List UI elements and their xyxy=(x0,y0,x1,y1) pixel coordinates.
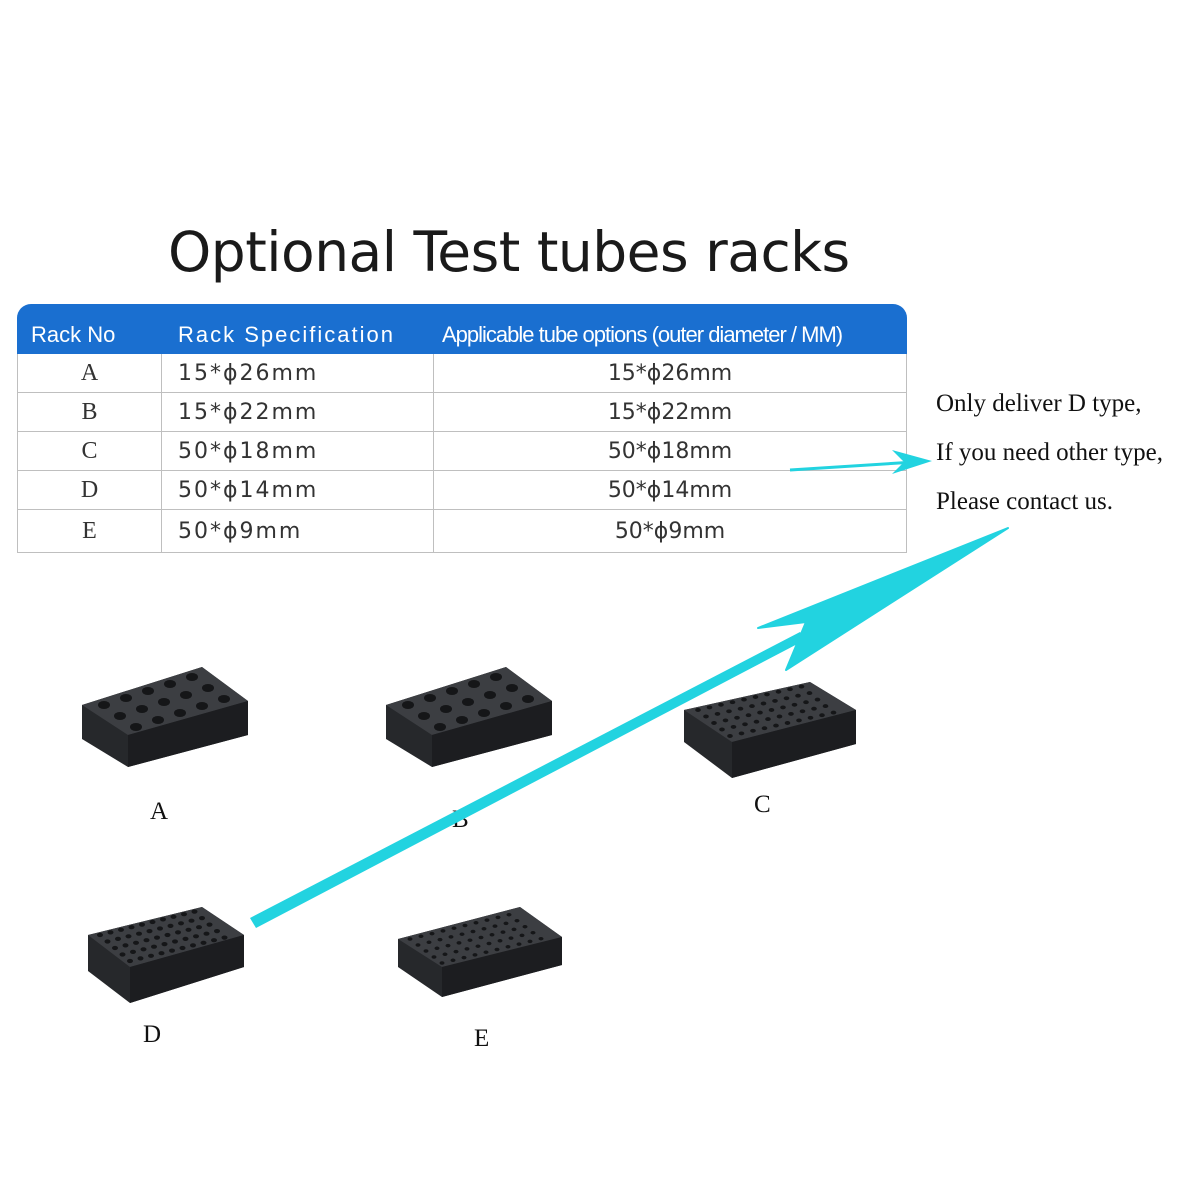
table-row: E 50*ϕ9mm 50*ϕ9mm xyxy=(17,510,907,553)
note-line-3: Please contact us. xyxy=(936,488,1114,515)
header-tube-options: Applicable tube options (outer diameter … xyxy=(434,304,907,354)
table-row: A 15*ϕ26mm 15*ϕ26mm xyxy=(17,354,907,393)
note-line-1: Only deliver D type, xyxy=(936,390,1142,417)
cell-spec: 15*ϕ26mm xyxy=(162,354,434,393)
rack-label-e: E xyxy=(474,1025,490,1052)
cell-tube: 50*ϕ14mm xyxy=(434,471,907,510)
rack-c-image xyxy=(684,682,856,778)
cell-spec: 50*ϕ14mm xyxy=(162,471,434,510)
arrow-from-d-to-note xyxy=(250,527,1009,928)
rack-b-image xyxy=(386,667,552,767)
cell-tube: 50*ϕ18mm xyxy=(434,432,907,471)
cell-rack: D xyxy=(17,471,162,510)
cell-spec: 15*ϕ22mm xyxy=(162,393,434,432)
arrow-to-note xyxy=(789,450,932,474)
cell-rack: E xyxy=(17,510,162,553)
cell-spec: 50*ϕ18mm xyxy=(162,432,434,471)
rack-label-c: C xyxy=(754,791,771,818)
cell-rack: C xyxy=(17,432,162,471)
table-row: D 50*ϕ14mm 50*ϕ14mm xyxy=(17,471,907,510)
rack-label-a: A xyxy=(150,798,169,825)
cell-tube: 50*ϕ9mm xyxy=(434,510,907,553)
table-row: B 15*ϕ22mm 15*ϕ22mm xyxy=(17,393,907,432)
table-row: C 50*ϕ18mm 50*ϕ18mm xyxy=(17,432,907,471)
cell-spec: 50*ϕ9mm xyxy=(162,510,434,553)
rack-e-image xyxy=(398,907,562,997)
cell-tube: 15*ϕ22mm xyxy=(434,393,907,432)
rack-label-d: D xyxy=(143,1021,162,1048)
table-header-row: Rack No Rack Specification Applicable tu… xyxy=(17,304,907,354)
cell-rack: B xyxy=(17,393,162,432)
rack-spec-table: Rack No Rack Specification Applicable tu… xyxy=(17,304,907,553)
rack-d-image xyxy=(88,907,244,1003)
note-line-2: If you need other type, xyxy=(936,439,1164,466)
header-rack-no: Rack No xyxy=(17,304,162,354)
rack-a-image xyxy=(82,667,248,767)
cell-tube: 15*ϕ26mm xyxy=(434,354,907,393)
cell-rack: A xyxy=(17,354,162,393)
page-title: Optional Test tubes racks xyxy=(168,220,850,284)
header-rack-spec: Rack Specification xyxy=(162,304,434,354)
